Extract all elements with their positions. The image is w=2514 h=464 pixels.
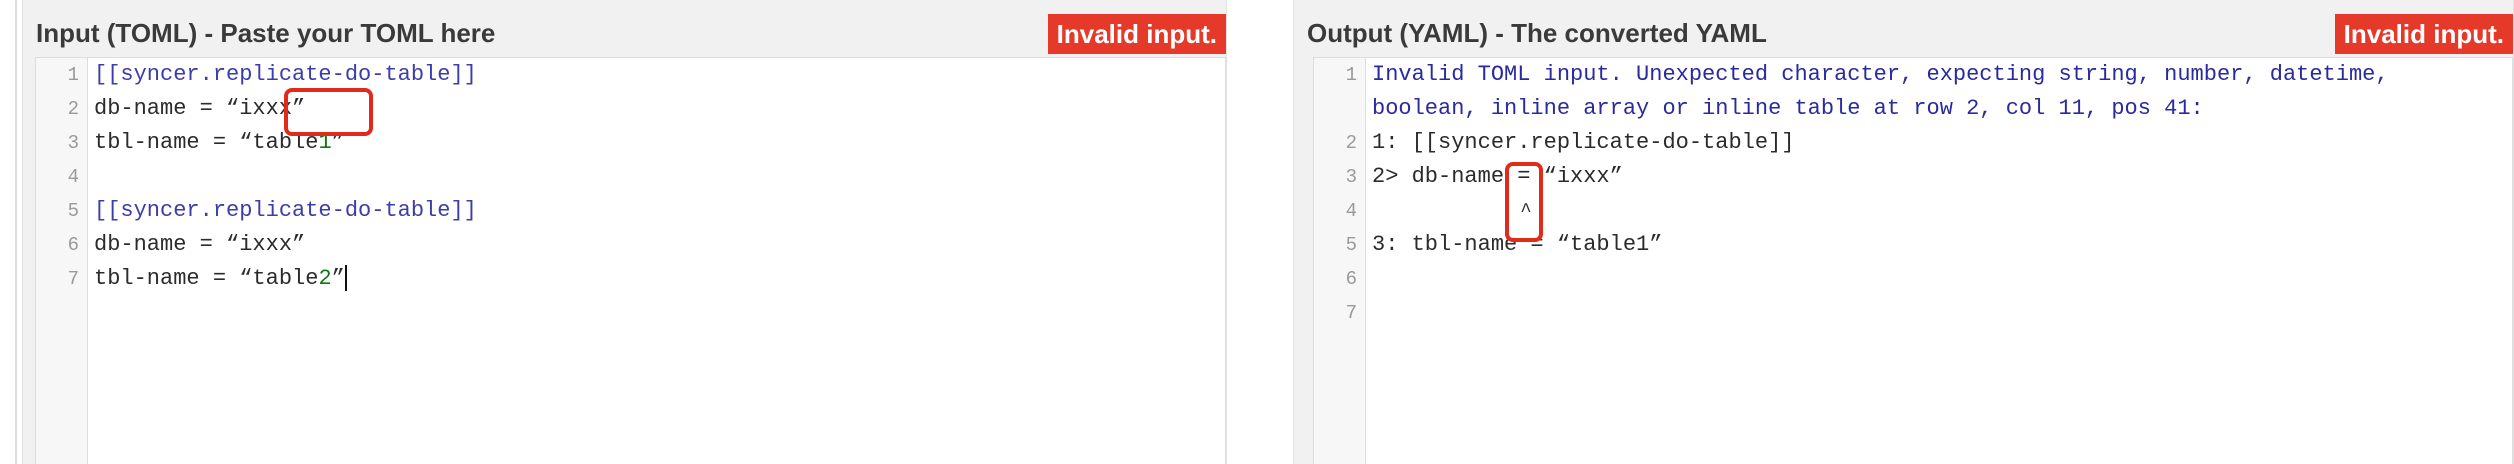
input-line-number: 4	[67, 166, 79, 188]
input-line-number: 7	[67, 268, 79, 290]
input-code-line[interactable]: db-name = “ixxx”	[94, 228, 305, 262]
output-code-line: 3: tbl-name = “table1”	[1372, 232, 1663, 257]
input-code-line[interactable]: [[syncer.replicate-do-table]]	[94, 194, 477, 228]
input-panel: Input (TOML) - Paste your TOML here Inva…	[22, 0, 1227, 464]
error-highlight-box	[284, 88, 373, 136]
code-text: [[syncer.replicate-do-table]]	[94, 62, 477, 87]
code-text: tbl-name = “table	[94, 130, 319, 155]
input-code-line[interactable]: [[syncer.replicate-do-table]]	[94, 58, 477, 92]
code-text: db-name = “ixxx”	[94, 232, 306, 257]
code-text: [[syncer.replicate-do-table]]	[94, 198, 477, 223]
input-line-number: 1	[67, 64, 79, 86]
code-text: db-name = “ixxx”	[94, 96, 306, 121]
error-highlight-box	[1505, 162, 1543, 242]
input-invalid-badge: Invalid input.	[1047, 14, 1226, 54]
input-line-number: 5	[67, 200, 79, 222]
input-line-number: 6	[67, 234, 79, 256]
page-edge	[15, 0, 17, 464]
code-number: 1	[318, 130, 332, 155]
code-text: ”	[331, 266, 345, 291]
code-number: 2	[318, 266, 332, 291]
input-code-line[interactable]: tbl-name = “table1”	[94, 126, 345, 160]
output-line-number: 6	[1345, 268, 1357, 290]
output-line-number: 3	[1345, 166, 1357, 188]
input-editor[interactable]: 1 2 3 4 5 6 7 [[syncer.replicate-do-tabl…	[35, 57, 1226, 464]
input-code-line[interactable]: tbl-name = “table2”	[94, 262, 347, 296]
output-line-number: 2	[1345, 132, 1357, 154]
output-code-line: 2> db-name = “ixxx”	[1372, 164, 1623, 189]
code-text: ”	[331, 130, 345, 155]
input-line-number: 2	[67, 98, 79, 120]
output-panel: Output (YAML) - The converted YAML Inval…	[1293, 0, 2514, 464]
output-invalid-badge: Invalid input.	[2334, 14, 2513, 54]
output-line-number: 7	[1345, 302, 1357, 324]
code-text: tbl-name = “table	[94, 266, 319, 291]
output-error-line: boolean, inline array or inline table at…	[1372, 96, 2204, 121]
input-code-line[interactable]: db-name = “ixxx”	[94, 92, 305, 126]
output-editor[interactable]: 1 2 3 4 5 6 7 Invalid TOML input. Unexpe…	[1313, 57, 2513, 464]
output-caret-line: ^	[1372, 200, 1532, 222]
output-line-number: 1	[1345, 64, 1357, 86]
input-panel-title: Input (TOML) - Paste your TOML here	[36, 18, 496, 48]
output-panel-title: Output (YAML) - The converted YAML	[1307, 18, 1767, 48]
text-cursor	[344, 265, 347, 292]
output-code-line: 1: [[syncer.replicate-do-table]]	[1372, 130, 1795, 155]
output-line-number: 5	[1345, 234, 1357, 256]
output-gutter: 1 2 3 4 5 6 7	[1314, 58, 1366, 464]
input-line-number: 3	[67, 132, 79, 154]
output-line-number: 4	[1345, 200, 1357, 222]
input-gutter: 1 2 3 4 5 6 7	[36, 58, 88, 464]
output-error-line: Invalid TOML input. Unexpected character…	[1372, 62, 2389, 87]
